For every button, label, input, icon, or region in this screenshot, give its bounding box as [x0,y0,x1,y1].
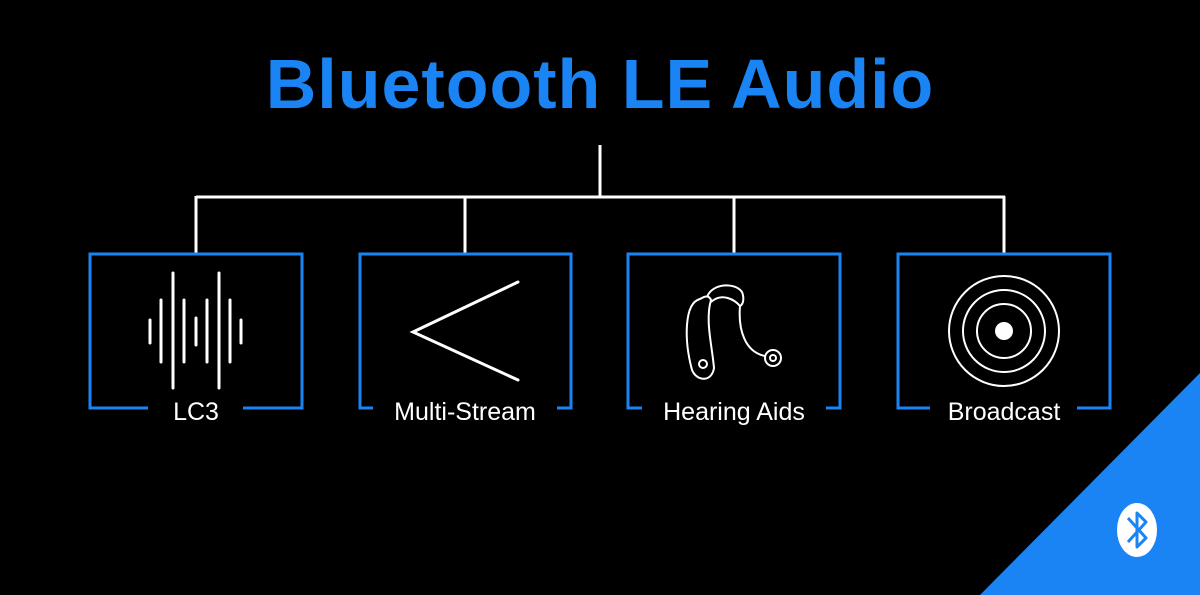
feature-label-hearing-aids: Hearing Aids [663,398,805,426]
tree-connectors [194,145,1006,254]
feature-box-lc3 [88,252,304,410]
multi-stream-icon [409,280,520,382]
page-title: Bluetooth LE Audio [265,45,935,123]
feature-label-lc3: LC3 [173,398,219,426]
feature-box-multi-stream [358,252,573,410]
bluetooth-logo [1117,503,1157,557]
broadcast-icon [948,275,1060,387]
feature-label-multi-stream: Multi-Stream [394,398,536,426]
sound-wave-icon [148,271,243,390]
feature-label-broadcast: Broadcast [947,398,1061,426]
feature-box-broadcast [896,252,1112,410]
hearing-aid-icon [685,284,782,380]
feature-box-hearing-aids [626,252,842,410]
